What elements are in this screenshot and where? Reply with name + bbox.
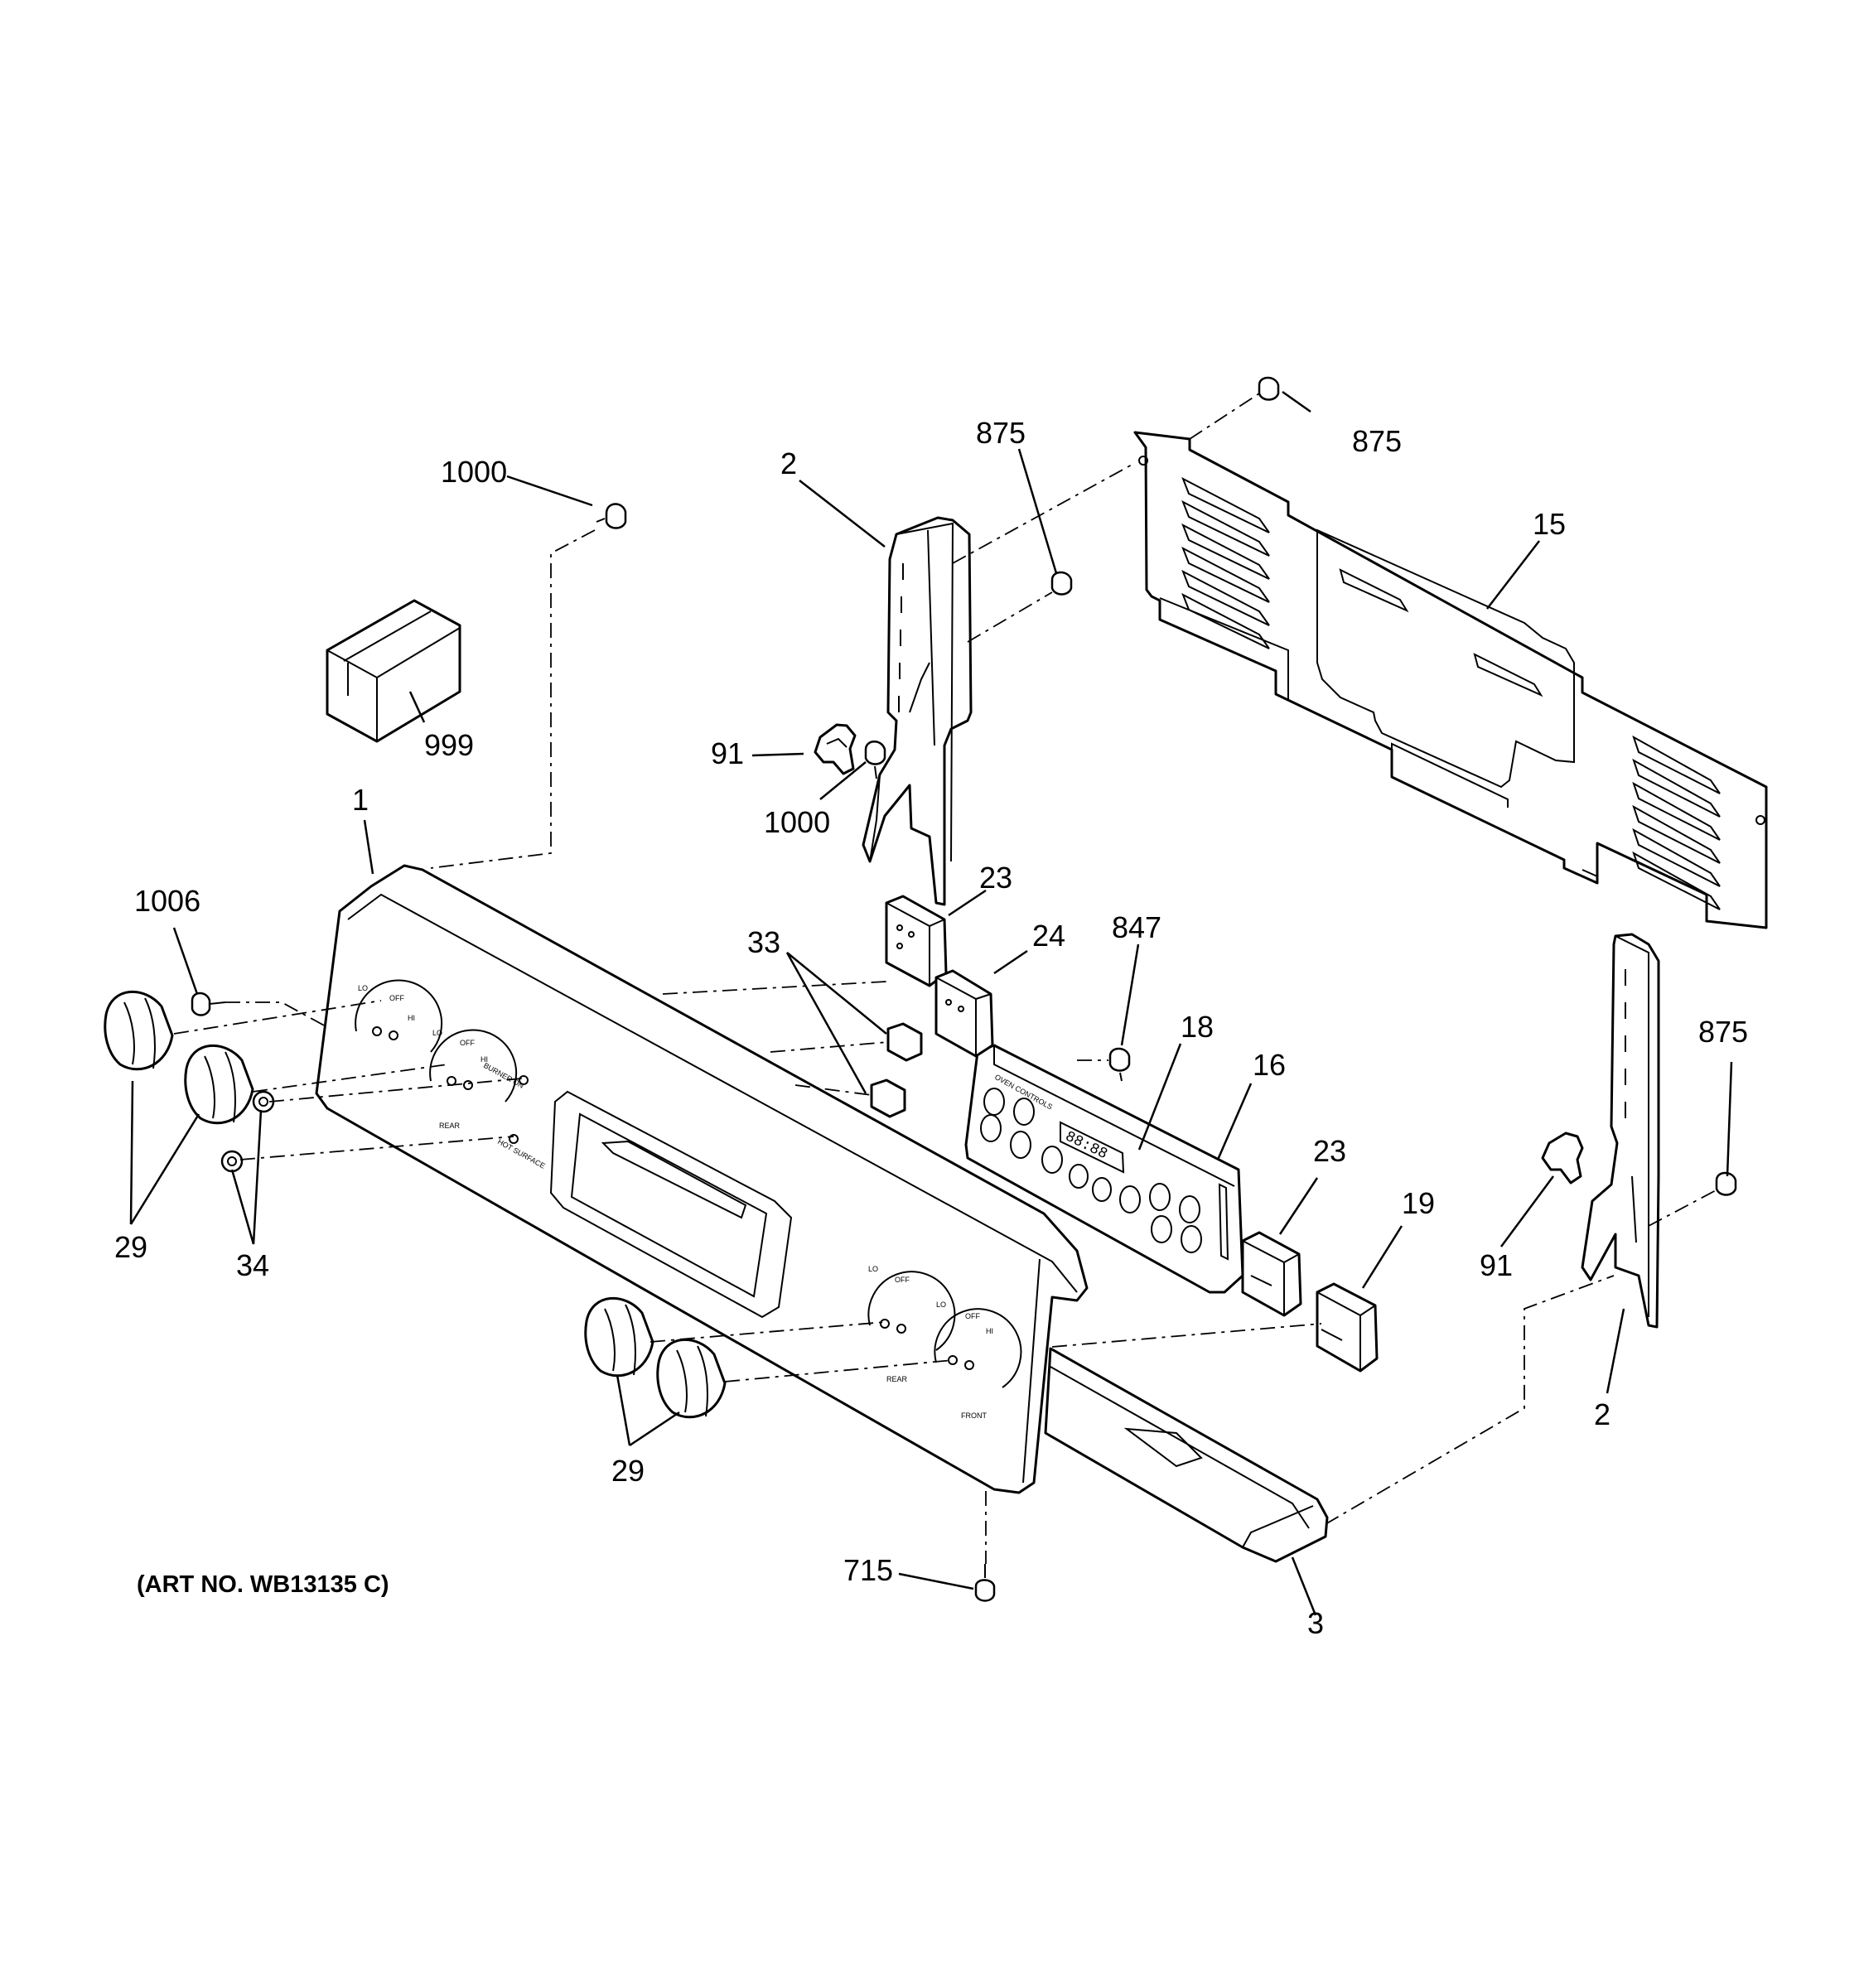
back-panel-part-15 <box>1133 431 1768 929</box>
end-bracket-left-part-2 <box>862 516 973 906</box>
screw-part-847 <box>1108 1047 1131 1082</box>
screw-part-1000-bracket <box>864 741 886 779</box>
callout-16: 16 <box>1253 1048 1286 1082</box>
control-board-part-16: OVEN CONTROLS 88:88 <box>964 1044 1244 1294</box>
panel-dial-right-rear <box>867 1271 956 1351</box>
callout-875-top: 875 <box>1352 424 1402 458</box>
backsplash-panel-part-1: OFF LO HI OFF LO HI REAR BURNER ON HOT S… <box>315 864 1089 1494</box>
callout-23-lower: 23 <box>1313 1134 1346 1168</box>
callout-715: 715 <box>843 1553 893 1587</box>
callout-33: 33 <box>747 925 780 959</box>
label-hi-4: HI <box>986 1327 993 1335</box>
screw-part-875-top <box>1258 376 1280 401</box>
assembly-lines <box>173 393 1720 1564</box>
label-off-2: OFF <box>460 1039 475 1047</box>
callout-1000-bracket: 1000 <box>764 805 830 839</box>
knob-part-29-2 <box>184 1044 254 1125</box>
panel-dial-right-front <box>934 1308 1022 1388</box>
knob-part-29-4 <box>656 1338 727 1419</box>
switch-part-19 <box>1316 1282 1379 1373</box>
callout-24: 24 <box>1032 919 1065 953</box>
label-off-4: OFF <box>965 1312 980 1320</box>
callout-labels: 1000 2 875 875 15 999 91 1000 1 1006 23 … <box>114 416 1748 1640</box>
panel-dial-left-rear <box>355 979 443 1053</box>
screw-part-875-mid <box>1050 571 1073 596</box>
callout-19: 19 <box>1402 1186 1435 1220</box>
screw-part-715 <box>974 1564 996 1602</box>
art-number-label: (ART NO. WB13135 C) <box>137 1571 389 1598</box>
label-off-3: OFF <box>895 1276 910 1284</box>
callout-29-left: 29 <box>114 1230 147 1264</box>
callout-15: 15 <box>1533 507 1566 541</box>
callout-3: 3 <box>1307 1606 1324 1640</box>
louver-slots-middle <box>1339 568 1543 697</box>
callout-999: 999 <box>424 728 474 762</box>
callout-2-left: 2 <box>780 446 797 480</box>
callout-29-bottom: 29 <box>611 1454 645 1488</box>
switch-part-23-lower <box>1241 1231 1302 1317</box>
clip-left-part-91 <box>814 723 857 775</box>
label-lo-3: LO <box>868 1265 878 1273</box>
label-hi-1: HI <box>408 1014 415 1022</box>
keypad-buttons <box>980 1088 1202 1253</box>
switch-part-24 <box>934 969 994 1058</box>
clip-right-part-91 <box>1541 1132 1584 1185</box>
callout-91-left: 91 <box>711 736 744 770</box>
label-off-1: OFF <box>389 994 404 1002</box>
label-rear-1: REAR <box>439 1122 461 1130</box>
callout-875-mid: 875 <box>976 416 1026 450</box>
label-rear-2: REAR <box>886 1375 908 1383</box>
screw-part-875-right <box>1715 1171 1737 1196</box>
package-part-999 <box>326 599 461 743</box>
grommet-part-34-lower <box>220 1150 244 1173</box>
callout-875-right: 875 <box>1698 1015 1748 1049</box>
label-front-1: FRONT <box>961 1411 987 1420</box>
switch-part-33-upper <box>886 1022 923 1062</box>
label-hi-2: HI <box>480 1055 488 1064</box>
switch-part-33-lower <box>870 1078 906 1118</box>
lower-trim-part-3 <box>1044 1347 1329 1563</box>
end-bracket-right-part-2 <box>1581 933 1660 1329</box>
leader-lines <box>129 390 1733 1616</box>
callout-1000-top: 1000 <box>441 455 507 489</box>
label-lo-1: LO <box>358 984 368 992</box>
callout-1006: 1006 <box>134 884 200 918</box>
callout-2-right: 2 <box>1594 1397 1610 1431</box>
knob-part-29-3 <box>584 1296 654 1378</box>
switch-part-23-top <box>885 895 948 987</box>
callout-34: 34 <box>236 1248 269 1282</box>
callout-847: 847 <box>1112 910 1161 944</box>
louver-slots-right <box>1632 735 1721 910</box>
louver-slots-left <box>1181 476 1270 649</box>
callout-18: 18 <box>1181 1010 1214 1044</box>
screw-part-1006 <box>191 992 226 1016</box>
screw-part-1000-top <box>596 503 627 529</box>
knob-part-29-1 <box>104 990 174 1071</box>
callout-23-top: 23 <box>979 861 1012 895</box>
callout-91-right: 91 <box>1480 1248 1513 1282</box>
callout-1: 1 <box>352 783 369 817</box>
label-lo-4: LO <box>936 1300 946 1309</box>
label-lo-2: LO <box>432 1029 442 1037</box>
